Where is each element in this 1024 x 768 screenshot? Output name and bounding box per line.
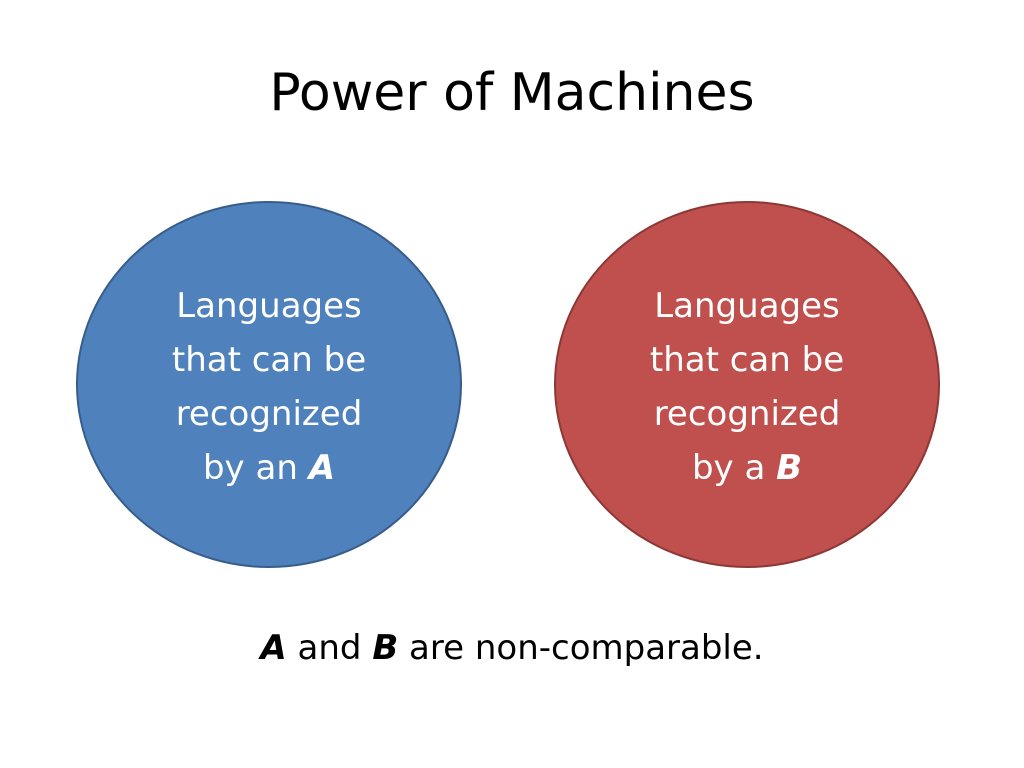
circle-a-line-4: by an A [144,441,394,495]
circle-a-line-3: recognized [175,393,363,434]
circle-b-line-2: that can be [649,339,845,380]
caption-machine-b: B [372,628,399,668]
circle-machine-b: Languages that can be recognized by a B [554,201,940,568]
circle-a-label: Languages that can be recognized by an A [144,279,394,495]
circle-b-line-4: by a B [622,441,872,495]
circle-b-line-1: Languages [654,285,840,326]
circle-a-line-4-prefix: by an [202,447,298,488]
slide-title: Power of Machines [269,63,755,123]
circle-a-line-1: Languages [176,285,362,326]
caption-suffix: are non-comparable. [409,628,764,668]
machine-b-letter: B [776,447,803,488]
machine-a-letter: A [308,447,336,488]
circle-b-line-3: recognized [653,393,841,434]
caption-machine-a: A [260,628,287,668]
circle-b-line-4-prefix: by a [691,447,766,488]
circle-machine-a: Languages that can be recognized by an A [76,201,462,568]
circle-a-line-2: that can be [171,339,367,380]
caption-conjunction: and [297,628,362,668]
comparison-caption: A and B are non-comparable. [0,628,1024,669]
circle-b-label: Languages that can be recognized by a B [622,279,872,495]
